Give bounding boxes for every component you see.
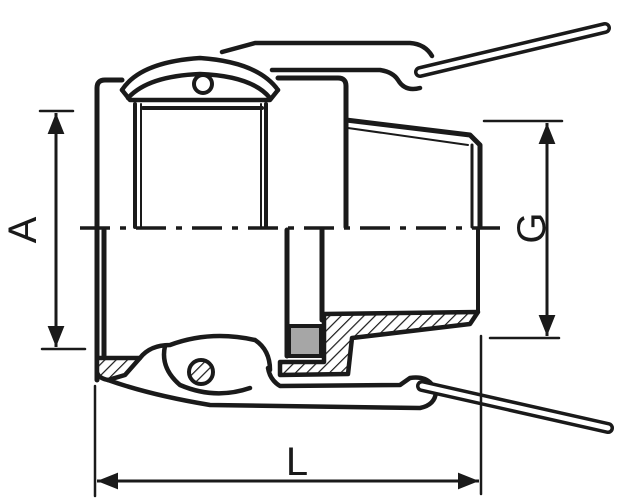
hatched-section-body <box>277 309 481 378</box>
seal-gasket <box>287 324 323 358</box>
dimension-label-a: A <box>1 216 45 243</box>
coupling-body <box>94 75 349 383</box>
lower-section <box>94 227 481 383</box>
lower-cam-pin-icon <box>187 358 215 386</box>
male-thread-spigot <box>343 117 483 230</box>
upper-cam-lever <box>219 22 611 92</box>
lower-cam-lever <box>105 333 614 434</box>
dimension-a: A <box>1 109 87 351</box>
dimension-label-g: G <box>510 212 554 243</box>
upper-cam-head <box>119 55 281 103</box>
dimension-l: L <box>93 334 483 498</box>
dimension-label-l: L <box>286 440 308 484</box>
dimension-g: G <box>482 119 564 340</box>
cam-pin-hole-icon <box>192 73 214 95</box>
hatched-section-flange <box>94 355 143 383</box>
